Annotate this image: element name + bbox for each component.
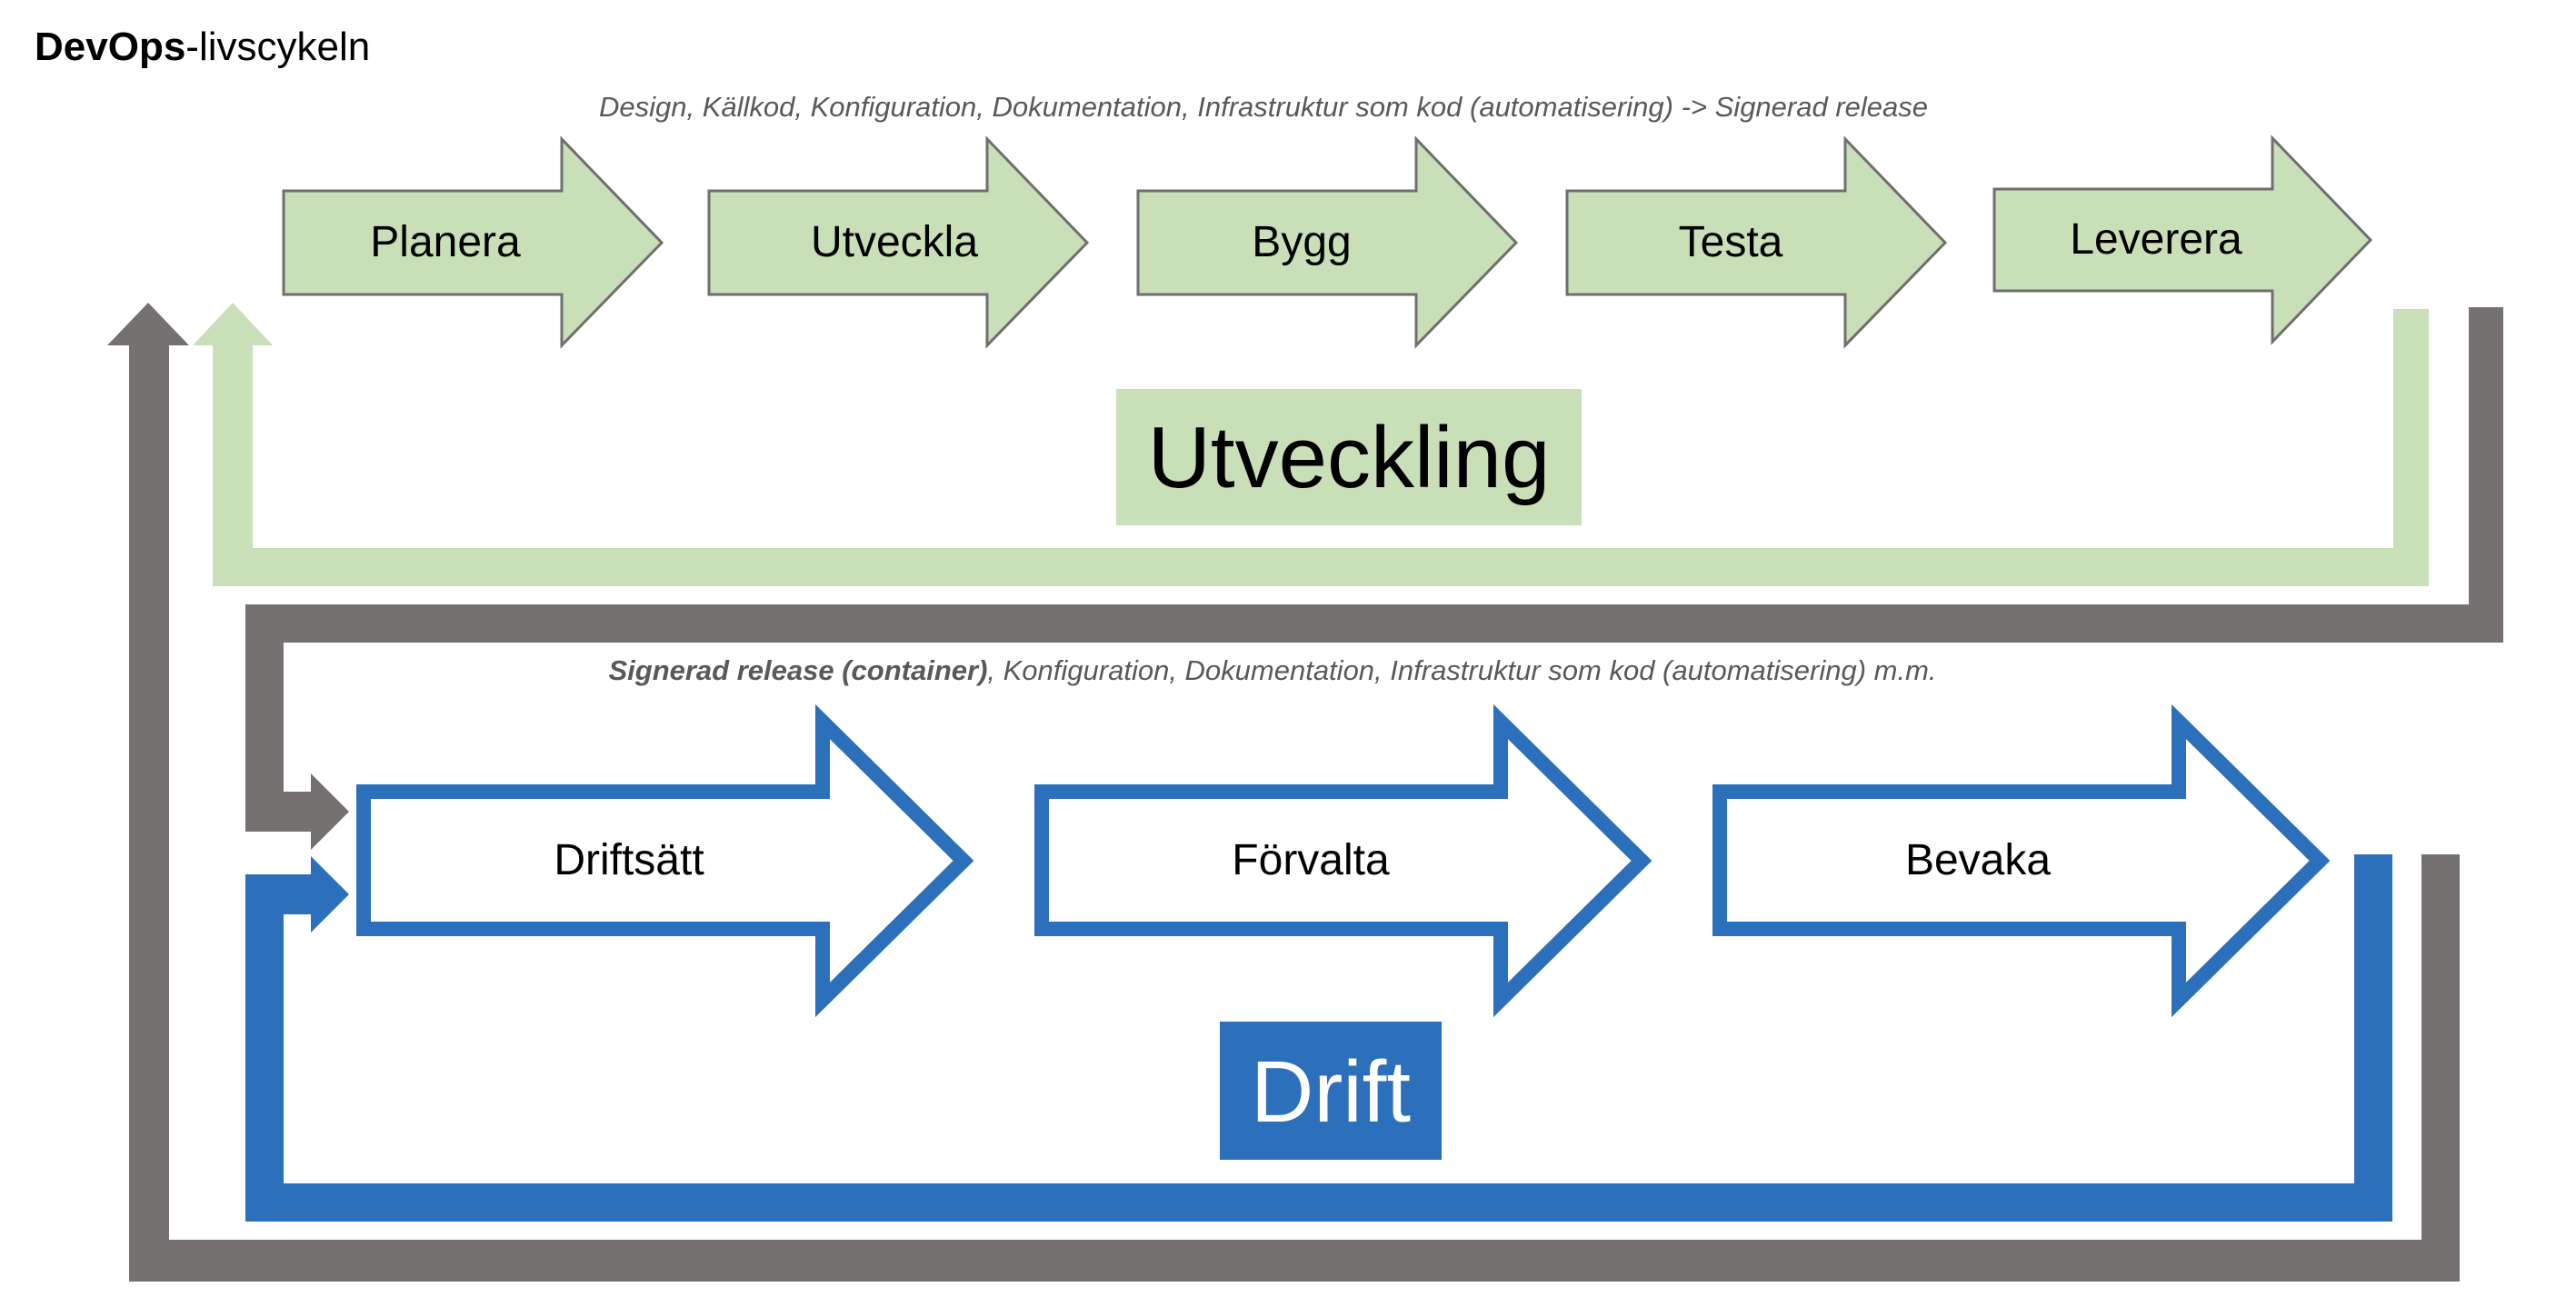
ops-step-shape [1712,703,2331,1018]
dev-phase-label-bg [1116,389,1582,525]
dev-step-shape [707,135,1090,349]
ops-phase-label-box: Drift [1220,1022,1442,1160]
dev-step-arrow-utveckla: Utveckla [707,135,1090,349]
dev-phase-label: Utveckling [1148,409,1551,506]
dev-step-label: Leverera [2070,215,2242,264]
dev-step-label: Testa [1679,218,1783,266]
ops-step-arrow-forvalta: Förvalta [1034,703,1652,1018]
dev-step-arrow-testa: Testa [1565,135,1948,349]
diagram-title: DevOps-livscykeln [35,25,370,69]
dev-step-label: Bygg [1252,218,1351,266]
dev-step-arrow-planera: Planera [282,135,664,349]
ops-step-shape [1034,703,1652,1018]
dev-step-arrow-bygg: Bygg [1136,135,1519,349]
dev-step-shape [1992,135,2373,345]
ops-phase-label-bg [1220,1022,1442,1160]
ops-step-shape [356,703,974,1018]
ops-subtitle-rest: , Konfiguration, Dokumentation, Infrastr… [987,654,1936,686]
ops-step-arrow-driftsatt: Driftsätt [356,703,974,1018]
ops-blue-loop-arrow [245,854,2392,1222]
dev-step-arrow-leverera: Leverera [1992,135,2373,345]
ops-subtitle: Signerad release (container), Konfigurat… [608,654,1936,686]
ops-step-arrow-bevaka: Bevaka [1712,703,2331,1018]
ops-step-label: Bevaka [1905,836,2051,884]
ops-step-label: Driftsätt [554,836,704,884]
dev-step-shape [282,135,664,349]
ops-phase-label: Drift [1251,1043,1411,1141]
dev-step-label: Planera [370,218,521,266]
dev-phase-label-box: Utveckling [1116,389,1582,525]
dev-subtitle: Design, Källkod, Konfiguration, Dokument… [599,91,1928,123]
diagram-title-rest: -livscykeln [185,25,370,69]
ops-step-label: Förvalta [1232,836,1390,884]
dev-step-shape [1565,135,1948,349]
diagram-title-bold: DevOps [35,25,185,69]
ops-subtitle-bold: Signerad release (container) [608,654,987,686]
dev-green-loop-arrow [193,303,2429,586]
dev-step-label: Utveckla [811,218,978,266]
dev-step-shape [1136,135,1519,349]
